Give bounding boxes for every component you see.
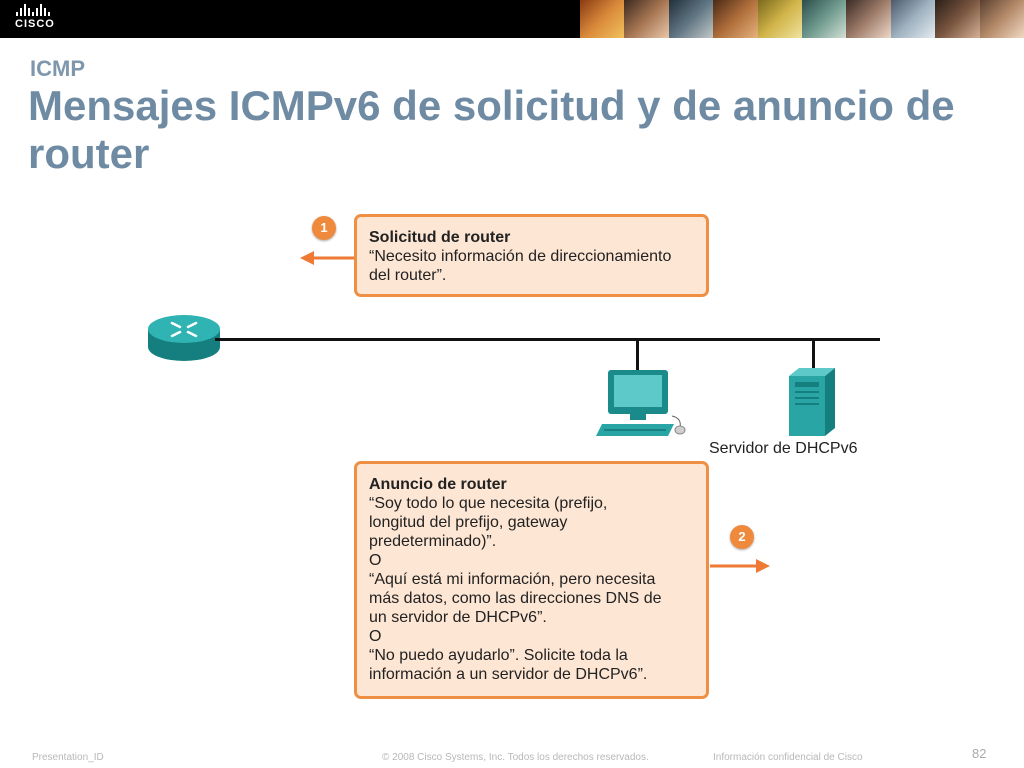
cisco-logo-bars-icon: [16, 4, 70, 16]
slide-kicker: ICMP: [30, 56, 85, 81]
server-drop-line: [812, 340, 815, 370]
callout-line: “Soy todo lo que necesita (prefijo,: [369, 495, 608, 512]
callout-line: “No puedo ayudarlo”. Solicite toda la: [369, 647, 628, 664]
top-banner: CISCO: [0, 0, 1024, 38]
router-advertisement-heading: Anuncio de router: [369, 476, 507, 493]
callout-line: del router”.: [369, 267, 447, 284]
server-label: Servidor de DHCPv6: [709, 440, 858, 457]
callout-line: “Necesito información de direccionamient…: [369, 248, 672, 265]
dhcpv6-server-icon: [789, 368, 835, 436]
advertisement-arrow-icon: [710, 559, 770, 573]
callout-line: más datos, como las direcciones DNS de: [369, 590, 662, 607]
router-solicitation-text: “Necesito información de direccionamient…: [369, 247, 694, 285]
people-photo-strip: [580, 0, 1024, 38]
callout-line: longitud del prefijo, gateway: [369, 514, 568, 531]
callout-line: predeterminado)”.: [369, 533, 497, 550]
router-advertisement-callout: Anuncio de router “Soy todo lo que neces…: [354, 461, 709, 699]
lan-segment: [215, 338, 880, 341]
pc-icon: [596, 370, 686, 436]
router-icon: [148, 315, 220, 361]
footer-confidential: Información confidencial de Cisco: [713, 752, 863, 763]
step-1-badge: 1: [312, 216, 336, 240]
page-number: 82: [972, 746, 987, 761]
callout-line: “Aquí está mi información, pero necesita: [369, 571, 656, 588]
callout-line: O: [369, 628, 382, 645]
footer-copyright: © 2008 Cisco Systems, Inc. Todos los der…: [382, 752, 649, 763]
router-solicitation-heading: Solicitud de router: [369, 229, 511, 246]
slide-title: Mensajes ICMPv6 de solicitud y de anunci…: [28, 82, 955, 177]
cisco-logo: CISCO: [10, 4, 70, 34]
callout-line: O: [369, 552, 382, 569]
callout-line: un servidor de DHCPv6”.: [369, 609, 547, 626]
solicitation-arrow-icon: [300, 251, 354, 265]
router-advertisement-text: “Soy todo lo que necesita (prefijo, long…: [369, 494, 694, 684]
callout-line: información a un servidor de DHCPv6”.: [369, 666, 648, 683]
pc-drop-line: [636, 340, 639, 370]
router-solicitation-callout: Solicitud de router “Necesito informació…: [354, 214, 709, 297]
step-2-badge: 2: [730, 525, 754, 549]
footer-presentation-id: Presentation_ID: [32, 752, 104, 763]
cisco-logo-text: CISCO: [15, 18, 55, 30]
